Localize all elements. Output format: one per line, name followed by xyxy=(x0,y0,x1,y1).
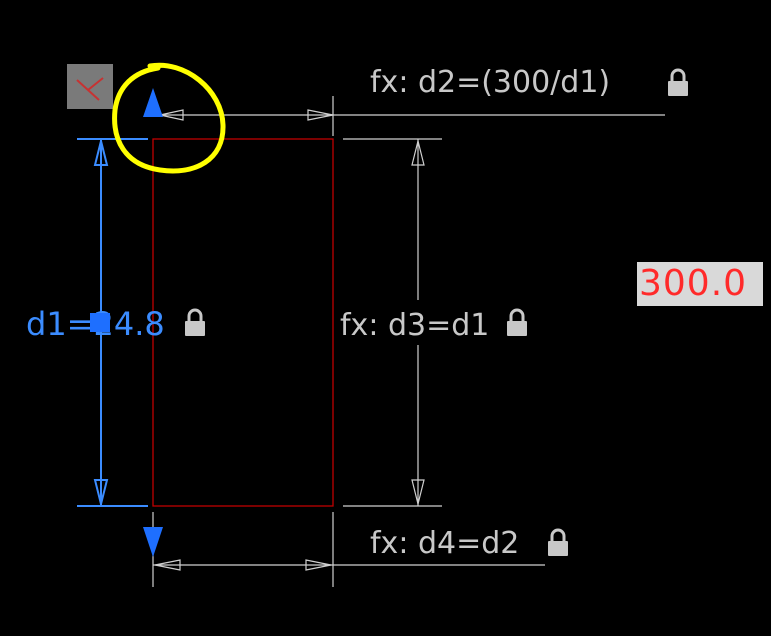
lock-icon xyxy=(548,528,568,556)
dimension-d3[interactable] xyxy=(343,138,442,507)
lock-icon xyxy=(668,68,688,96)
dimension-d2[interactable] xyxy=(153,96,665,136)
grip-arrow-up-icon[interactable] xyxy=(143,88,163,117)
dimension-d3-label: fx: d3=d1 xyxy=(340,308,489,343)
grip-arrow-down-icon[interactable] xyxy=(143,527,163,557)
rectangle-shape[interactable] xyxy=(152,138,334,507)
dimension-d2-label: fx: d2=(300/d1) xyxy=(370,65,610,100)
ucs-icon xyxy=(67,64,113,109)
lock-icon xyxy=(507,308,527,336)
grip-square-icon[interactable] xyxy=(90,313,110,332)
lock-icon xyxy=(185,308,205,336)
dynamic-input-field[interactable]: 300.0 xyxy=(637,262,763,306)
highlight-circle xyxy=(112,62,226,174)
dimension-d4-label: fx: d4=d2 xyxy=(370,526,519,561)
